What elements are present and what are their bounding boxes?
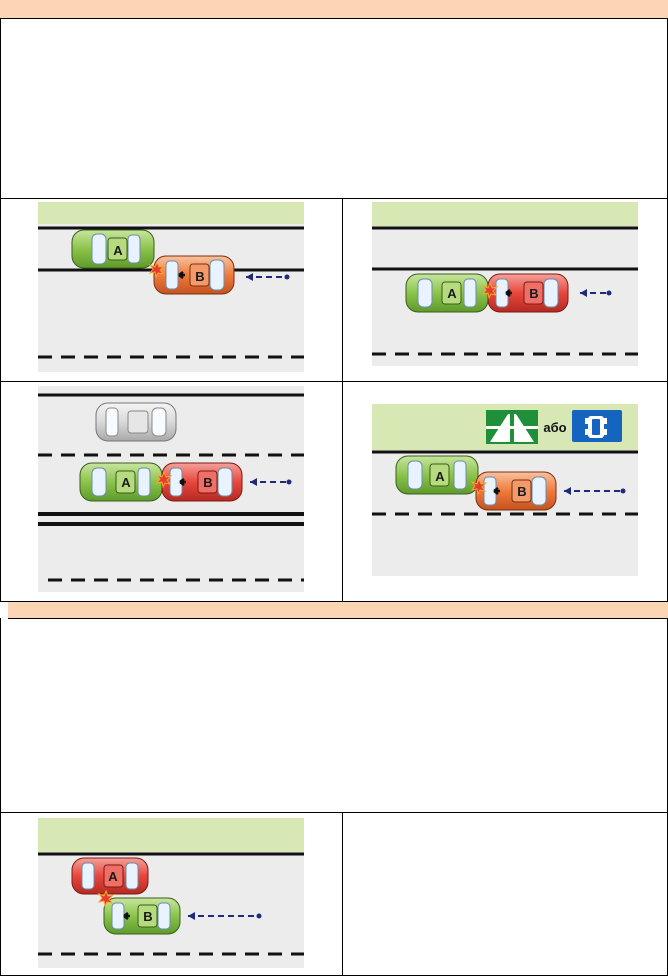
car-b: B (153, 255, 235, 295)
diagram-panel-4: або A B (372, 404, 638, 576)
direction-arrow-icon (580, 289, 612, 297)
diagram-panel-5: A B (38, 818, 304, 968)
car-b: B (475, 471, 557, 511)
impact-star-icon (155, 470, 173, 489)
car-a: A (79, 462, 163, 502)
direction-arrow-icon (564, 487, 626, 495)
diagram-panel-3: A B (38, 386, 304, 592)
car-gray (95, 402, 177, 442)
car-b-label: B (529, 286, 538, 301)
impact-star-icon (481, 281, 499, 300)
grid-divider-vertical-2 (342, 812, 343, 976)
grid-divider-horizontal (0, 381, 668, 382)
diagram-panel-1: A B (38, 202, 304, 372)
car-b: B (161, 462, 243, 502)
carriageway-sign-icon (572, 410, 622, 442)
car-a-label: A (108, 869, 118, 884)
direction-arrow-icon (250, 478, 292, 486)
motorway-sign-icon (486, 410, 538, 444)
car-a-label: A (113, 243, 123, 258)
car-a: A (71, 857, 149, 895)
car-b: B (487, 273, 569, 313)
impact-star-icon (97, 889, 115, 908)
section-text-area-1 (0, 18, 668, 199)
direction-arrow-icon (246, 273, 290, 281)
car-a-label: A (435, 469, 445, 484)
diagram-panel-2: A B (372, 202, 638, 366)
car-b-label: B (195, 269, 204, 284)
car-b-label: B (143, 909, 152, 924)
car-b-label: B (517, 484, 526, 499)
car-a: A (71, 229, 155, 269)
car-a: A (395, 455, 479, 495)
section-text-area-2 (0, 618, 668, 813)
car-a-label: A (447, 286, 457, 301)
sign-or-label: або (543, 420, 566, 435)
impact-star-icon (470, 477, 488, 496)
car-b-label: B (203, 475, 212, 490)
section-header-band-2 (8, 602, 668, 619)
direction-arrow-icon (188, 912, 262, 920)
grid-divider-vertical (342, 198, 343, 602)
section-header-band-1 (0, 0, 668, 19)
car-a-label: A (121, 475, 131, 490)
car-b: B (103, 897, 181, 935)
impact-star-icon (148, 260, 166, 279)
car-a: A (405, 273, 489, 313)
